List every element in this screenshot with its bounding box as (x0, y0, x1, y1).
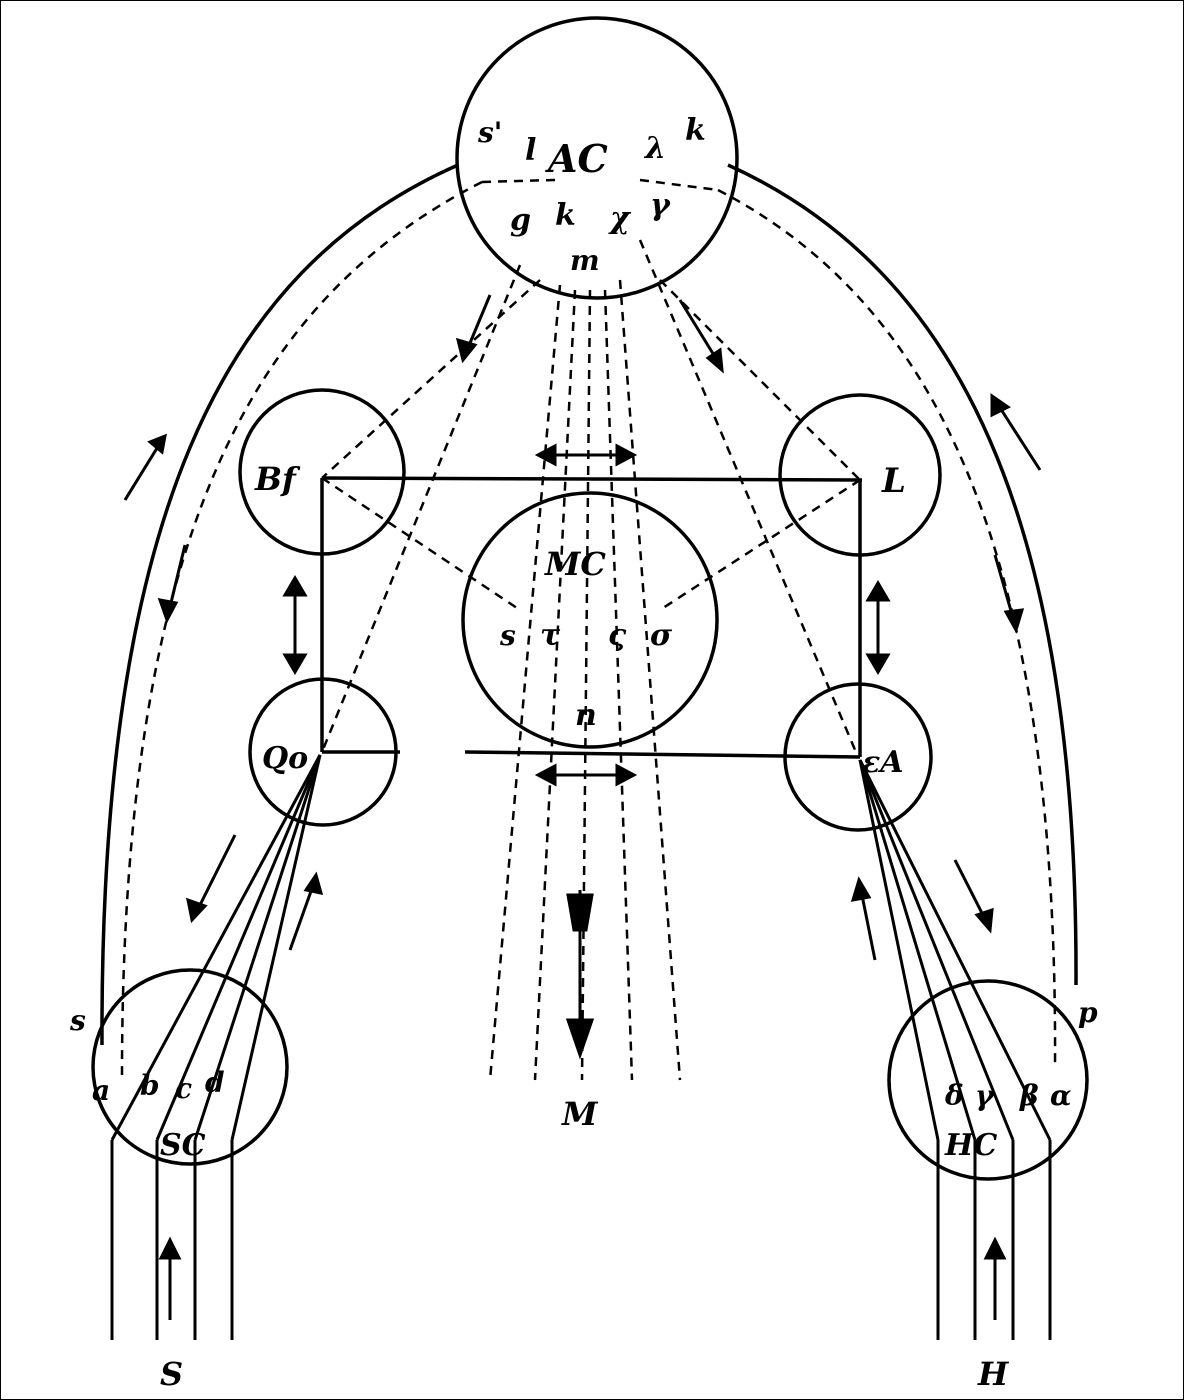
label-ac-k: k (685, 113, 706, 148)
label-sc-a: a (92, 1074, 110, 1107)
label-ac-s-prime: s' (477, 116, 502, 149)
node-sc (91, 968, 289, 1166)
label-qo: Qo (262, 741, 308, 776)
outer-arc-left-solid (100, 163, 459, 1046)
label-hc-beta: β (1019, 1079, 1039, 1112)
label-ac-chi: χ (608, 201, 632, 236)
down-arrow-icon (565, 890, 595, 1060)
arrow-icon (123, 433, 167, 501)
arrow-icons (123, 294, 1042, 1320)
node-hc (887, 979, 1089, 1181)
arrow-icon (993, 554, 1025, 634)
arrow-icon (850, 876, 877, 961)
output-label-m: M (561, 1095, 599, 1133)
ac-dashed-connections (320, 178, 861, 1081)
label-ac-g: g (510, 203, 531, 238)
node-mc (461, 491, 719, 749)
up-arrow-icon (983, 1236, 1007, 1320)
double-arrow-icon (282, 575, 308, 675)
label-ac-m: m (570, 244, 600, 277)
label-hc-p: p (1078, 996, 1098, 1029)
arrow-icon (157, 544, 187, 624)
label-ac-k2: k (555, 198, 576, 233)
label-mc-stigma: ς (608, 618, 627, 653)
arrow-icon (990, 393, 1042, 471)
label-hc-delta: δ (944, 1079, 964, 1112)
output-label-s: S (160, 1355, 183, 1393)
arrow-icon (186, 834, 237, 924)
label-hc-alpha: α (1050, 1079, 1072, 1112)
output-label-h: H (977, 1355, 1010, 1393)
label-mc-n: n (575, 698, 597, 733)
label-sc-b: b (140, 1069, 160, 1102)
label-l: L (881, 461, 906, 501)
label-bf: Bf (254, 460, 301, 498)
up-arrow-icon (158, 1236, 182, 1320)
arrow-icon (455, 294, 492, 364)
double-arrow-icon (534, 443, 638, 467)
label-ac-lambda: λ (643, 131, 666, 166)
arrow-icon (953, 859, 994, 934)
double-arrow-icon (534, 763, 638, 787)
label-sc-s: s (69, 1004, 86, 1037)
outer-arc-left-dashed (120, 180, 483, 1076)
node-ac (455, 16, 739, 300)
outer-arc-right-solid (727, 163, 1078, 986)
arrow-icon (678, 299, 724, 374)
fan-ea-to-hc (858, 759, 1052, 1340)
label-ac: AC (545, 136, 608, 181)
label-sc: SC (160, 1128, 206, 1163)
label-ea: εA (862, 745, 904, 780)
label-sc-d: d (205, 1066, 225, 1099)
label-mc-s: s (499, 619, 516, 652)
label-ac-gamma: γ (650, 188, 671, 223)
label-mc: MC (544, 545, 606, 583)
label-hc: HC (944, 1128, 997, 1163)
fan-qo-to-sc (110, 754, 322, 1340)
label-hc-gamma: γ (975, 1079, 995, 1112)
label-sc-c: c (175, 1072, 192, 1105)
label-ac-l: l (525, 133, 536, 168)
arrow-icon (288, 871, 324, 951)
label-mc-tau: τ (540, 618, 561, 653)
connection-rectangle (320, 476, 863, 759)
double-arrow-icon (865, 580, 891, 675)
outer-arc-right-dashed (717, 188, 1057, 1066)
label-mc-sigma: σ (650, 618, 673, 653)
